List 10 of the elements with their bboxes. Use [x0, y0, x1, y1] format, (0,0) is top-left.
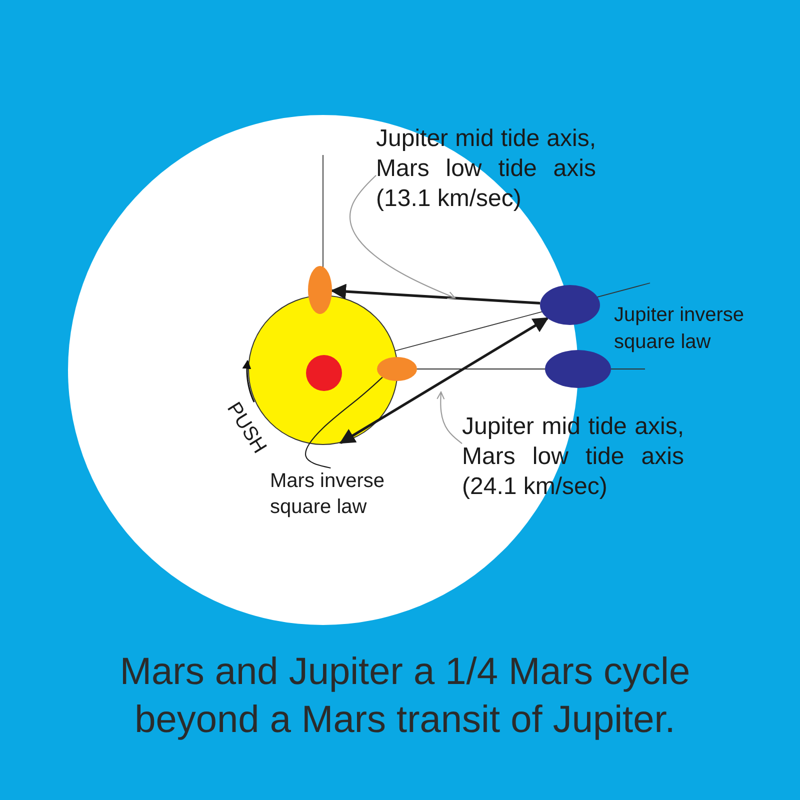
arrow	[339, 317, 549, 444]
caption: Mars and Jupiter a 1/4 Mars cycle beyond a Mars transit of Jupiter.	[118, 650, 692, 743]
arrow	[330, 284, 540, 304]
leader-line	[350, 174, 456, 300]
body-label: Jupiter inverse square law	[614, 303, 746, 355]
callout-text: Mars inverse square law	[270, 469, 386, 520]
leader-line	[305, 376, 383, 469]
leader-line	[436, 391, 462, 444]
jupiter-ellipse	[540, 285, 600, 325]
sun-circle	[306, 355, 342, 391]
